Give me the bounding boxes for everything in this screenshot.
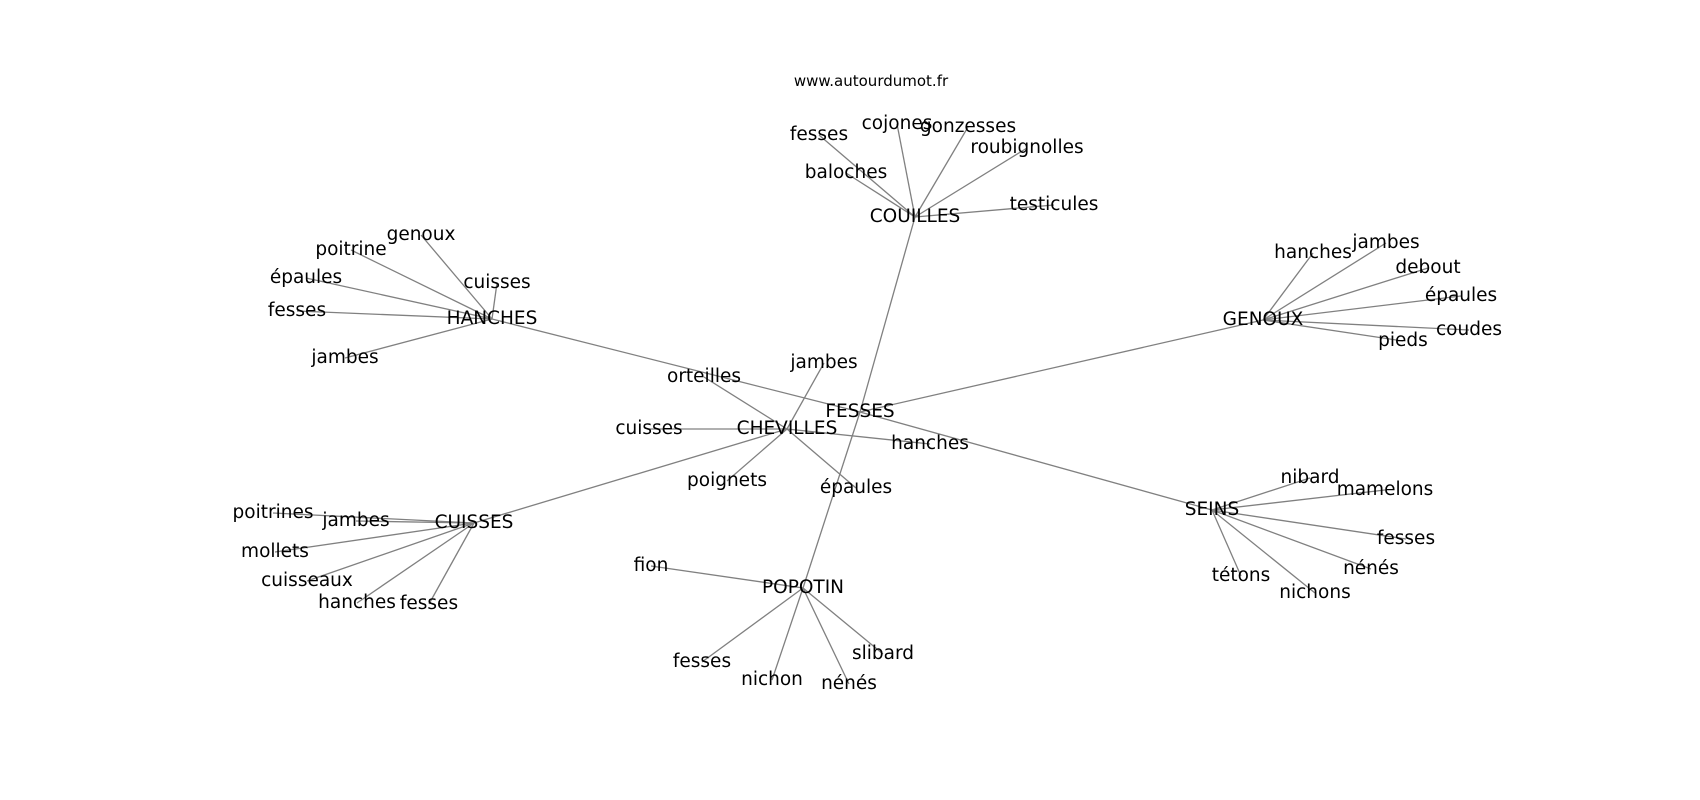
- node-leaf[interactable]: coudes: [1436, 319, 1502, 340]
- edge-genoux-leaf: [1262, 252, 1314, 321]
- node-leaf[interactable]: jambes: [321, 510, 389, 531]
- edge-fesses-seins: [859, 411, 1213, 511]
- node-leaf[interactable]: hanches: [318, 592, 396, 613]
- edge-popotin-leaf: [802, 587, 850, 685]
- node-leaf[interactable]: poitrine: [315, 239, 386, 260]
- node-leaf[interactable]: fesses: [790, 124, 848, 145]
- node-leaf[interactable]: cojones: [862, 113, 933, 134]
- edge-seins-leaf: [1211, 477, 1311, 511]
- node-leaf[interactable]: fesses: [400, 593, 458, 614]
- edge-popotin-leaf: [771, 587, 804, 681]
- node-leaf[interactable]: jambes: [310, 347, 378, 368]
- node-leaf[interactable]: orteilles: [667, 366, 741, 387]
- edge-chevilles-leaf: [786, 428, 931, 445]
- node-leaf[interactable]: tétons: [1212, 565, 1271, 586]
- node-leaf[interactable]: fesses: [673, 651, 731, 672]
- edge-seins-leaf: [1211, 509, 1316, 594]
- edge-genoux-leaf: [1262, 267, 1429, 321]
- edge-cuisses-leaf: [428, 522, 475, 605]
- edge-cuisses-leaf: [355, 520, 475, 524]
- edge-cuisses-leaf: [272, 512, 475, 524]
- node-leaf[interactable]: jambes: [789, 352, 857, 373]
- edge-genoux-leaf: [1262, 319, 1404, 342]
- edge-cuisses-leaf: [356, 522, 475, 604]
- node-hub-seins[interactable]: SEINS: [1185, 499, 1239, 520]
- edge-fesses-popotin: [802, 411, 861, 589]
- node-hub-popotin[interactable]: POPOTIN: [762, 577, 844, 598]
- edge-cuisses-leaf: [274, 522, 475, 553]
- node-leaf[interactable]: nibard: [1281, 467, 1340, 488]
- node-leaf[interactable]: baloches: [805, 162, 887, 183]
- edge-genoux-leaf: [1262, 295, 1462, 321]
- edge-popotin-leaf: [701, 587, 804, 663]
- edge-hanches-leaf: [296, 310, 493, 320]
- node-leaf[interactable]: épaules: [270, 267, 342, 288]
- node-hub-genoux[interactable]: GENOUX: [1223, 309, 1304, 330]
- edge-couilles-leaf: [914, 204, 1055, 218]
- node-leaf[interactable]: testicules: [1010, 194, 1099, 215]
- node-center[interactable]: FESSES: [825, 401, 894, 422]
- node-leaf[interactable]: cuisses: [615, 418, 682, 439]
- node-leaf[interactable]: genoux: [387, 224, 456, 245]
- edge-chevilles-leaf: [786, 428, 857, 489]
- edge-fesses-genoux: [859, 319, 1264, 413]
- node-leaf[interactable]: mamelons: [1337, 479, 1434, 500]
- node-leaf[interactable]: cuisses: [463, 272, 530, 293]
- edge-fesses-couilles: [859, 216, 916, 413]
- node-leaf[interactable]: cuisseaux: [261, 570, 353, 591]
- node-leaf[interactable]: debout: [1395, 257, 1460, 278]
- node-leaf[interactable]: fesses: [1377, 528, 1435, 549]
- edge-couilles-leaf: [818, 134, 916, 218]
- node-leaf[interactable]: nichons: [1279, 582, 1350, 603]
- node-leaf[interactable]: gonzesses: [920, 116, 1016, 137]
- edge-seins-leaf: [1211, 509, 1372, 570]
- node-hub-couilles[interactable]: COUILLES: [870, 206, 961, 227]
- node-leaf[interactable]: hanches: [891, 433, 969, 454]
- edge-couilles-leaf: [845, 172, 916, 218]
- edge-couilles-leaf: [914, 126, 969, 218]
- node-leaf[interactable]: nénés: [1343, 558, 1399, 579]
- node-leaf[interactable]: hanches: [1274, 242, 1352, 263]
- edge-cuisses-leaf: [306, 522, 475, 582]
- edge-chevilles-leaf: [726, 428, 788, 482]
- node-leaf[interactable]: nichon: [741, 669, 803, 690]
- edge-popotin-leaf: [650, 565, 804, 589]
- edge-fesses-hanches: [491, 318, 861, 413]
- node-leaf[interactable]: roubignolles: [970, 137, 1083, 158]
- node-leaf[interactable]: pieds: [1378, 330, 1428, 351]
- node-leaf[interactable]: poignets: [687, 470, 767, 491]
- node-leaf[interactable]: nénés: [821, 673, 877, 694]
- edge-hanches-leaf: [491, 282, 498, 320]
- node-leaf[interactable]: jambes: [1351, 232, 1419, 253]
- edge-seins-leaf: [1211, 509, 1407, 540]
- edge-couilles-leaf: [896, 123, 916, 218]
- watermark-text: www.autourdumot.fr: [793, 72, 949, 90]
- node-hub-chevilles[interactable]: CHEVILLES: [737, 418, 838, 439]
- node-leaf[interactable]: fesses: [268, 300, 326, 321]
- edge-chevilles-leaf: [786, 362, 825, 430]
- edge-seins-leaf: [1211, 509, 1242, 577]
- edge-seins-leaf: [1211, 489, 1386, 511]
- edge-popotin-leaf: [802, 587, 884, 655]
- node-leaf[interactable]: slibard: [852, 643, 914, 664]
- node-leaf[interactable]: fion: [634, 555, 669, 576]
- node-leaf[interactable]: poitrines: [233, 502, 314, 523]
- edge-couilles-leaf: [914, 147, 1028, 218]
- edge-hanches-leaf: [350, 249, 493, 320]
- node-leaf[interactable]: mollets: [241, 541, 309, 562]
- edge-hanches-leaf: [305, 277, 493, 320]
- edge-hanches-leaf: [420, 234, 493, 320]
- edge-genoux-leaf: [1262, 242, 1387, 321]
- node-leaf[interactable]: épaules: [1425, 285, 1497, 306]
- edge-hanches-leaf: [344, 318, 493, 359]
- node-hub-hanches[interactable]: HANCHES: [447, 308, 538, 329]
- node-leaf[interactable]: épaules: [820, 477, 892, 498]
- edge-chevilles-leaf: [703, 376, 788, 430]
- edge-chevilles-cuisses: [473, 428, 788, 524]
- edge-genoux-leaf: [1262, 319, 1470, 331]
- node-hub-cuisses[interactable]: CUISSES: [435, 512, 514, 533]
